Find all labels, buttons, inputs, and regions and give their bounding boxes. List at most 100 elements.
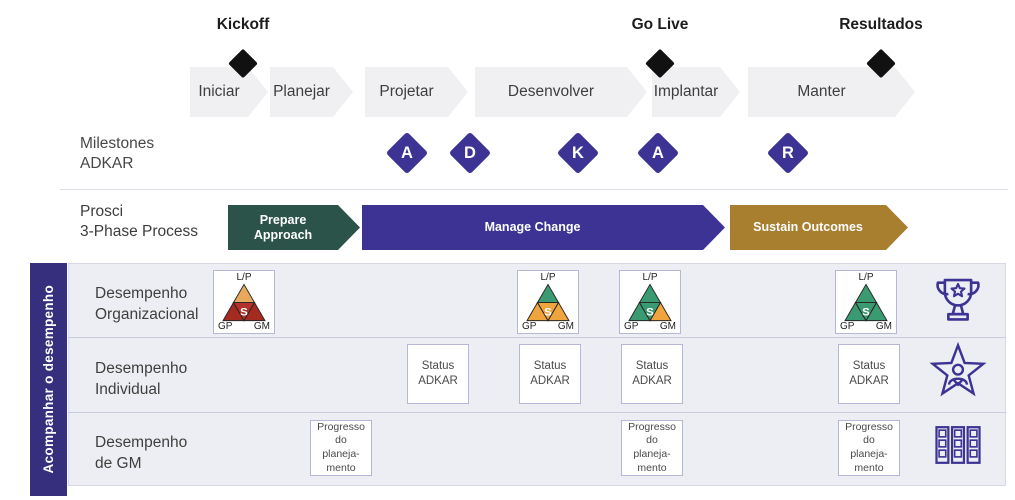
triangle-bottom-right-label: GM <box>875 321 892 332</box>
svg-text:S: S <box>862 306 870 318</box>
tracking-sidebar-label: Acompanhar o desempenho <box>41 285 56 474</box>
status-box-line: mento <box>637 461 667 474</box>
triangle-top-label: L/P <box>642 272 658 283</box>
trophy-icon <box>928 273 988 329</box>
triangle-bottom-left-label: GP <box>522 321 537 332</box>
phase-arrow: Planejar <box>270 67 353 117</box>
prosci-arrow-label: Manage Change <box>484 220 581 234</box>
adkar-milestone-diamond: A <box>385 131 429 175</box>
phase-label: Implantar <box>653 83 719 100</box>
pct-triangle-icon: S <box>844 283 888 322</box>
prosci-process-label: Prosci 3-Phase Process <box>80 202 198 242</box>
tracking-row-label-line: Individual <box>95 381 161 398</box>
prosci-arrow-label: Sustain Outcomes <box>753 220 863 234</box>
status-box-line: ADKAR <box>849 375 889 387</box>
adkar-letter: A <box>652 143 664 162</box>
tracking-row-label-line: Organizacional <box>95 306 199 323</box>
tracking-row-label-line: Desempenho <box>95 434 188 451</box>
triangle-top-label: L/P <box>540 272 556 283</box>
row-divider <box>68 412 1006 413</box>
prosci-label-line1: Prosci <box>80 203 124 220</box>
triangle-bottom-right-label: GM <box>253 321 270 332</box>
phase-label: Iniciar <box>198 83 240 100</box>
milestone-label: Kickoff <box>216 16 270 33</box>
adkar-letter: R <box>782 143 794 162</box>
triangle-bottom-left-label: GP <box>218 321 233 332</box>
status-box-line: mento <box>854 461 884 474</box>
triangle-top-label: L/P <box>858 272 874 283</box>
prosci-label-line2: 3-Phase Process <box>80 223 199 240</box>
status-box-line: planeja- <box>322 448 360 460</box>
status-box-line: do <box>335 434 347 447</box>
status-box-line: Status <box>533 360 567 373</box>
triangle-bottom-right-label: GM <box>659 321 676 332</box>
prosci-phase-arrow: Manage Change <box>362 205 725 250</box>
triangle-bottom-right-label: GM <box>557 321 574 332</box>
triangle-bottom-left-label: GP <box>840 321 855 332</box>
pct-triangle-box: L/P S GP GM <box>619 270 681 334</box>
status-box-line: do <box>863 434 875 447</box>
svg-text:S: S <box>544 306 552 318</box>
status-box-line: ADKAR <box>530 375 570 387</box>
status-box-line: ADKAR <box>418 375 458 387</box>
phase-arrow: Manter <box>748 67 915 117</box>
separator-line <box>60 189 1008 190</box>
pct-triangle-box: L/P S GP GM <box>213 270 275 334</box>
phase-arrow: Iniciar <box>190 67 268 117</box>
milestones-adkar-label: Milestones ADKAR <box>80 134 154 174</box>
pct-triangle-icon: S <box>526 283 570 322</box>
pct-triangle-box: L/P S GP GM <box>517 270 579 334</box>
adkar-letter: K <box>572 143 584 162</box>
tracking-row-label-line: de GM <box>95 455 142 472</box>
tracking-row-label-line: Desempenho <box>95 285 188 302</box>
status-box-line: planeja- <box>633 448 671 460</box>
prosci-phase-arrow: Sustain Outcomes <box>730 205 908 250</box>
triangle-bottom-left-label: GP <box>624 321 639 332</box>
adkar-letter: A <box>401 143 413 162</box>
milestone-label: Resultados <box>839 16 923 33</box>
milestones-adkar-label-line1: Milestones <box>80 135 155 152</box>
status-box-line: Status <box>421 360 455 373</box>
svg-text:S: S <box>240 306 248 318</box>
pct-triangle-box: L/P S GP GM <box>835 270 897 334</box>
prosci-arrow-label: Approach <box>253 227 313 242</box>
adkar-milestone-diamond: D <box>448 131 492 175</box>
status-box-line: mento <box>326 461 356 474</box>
phase-arrow: Implantar <box>652 67 740 117</box>
phase-arrow: Projetar <box>365 67 468 117</box>
status-box-line: Status <box>635 360 669 373</box>
row-divider <box>68 337 1006 338</box>
svg-text:S: S <box>646 306 654 318</box>
milestones-adkar-label-line2: ADKAR <box>80 155 134 172</box>
phase-arrow: Desenvolver <box>475 67 647 117</box>
adkar-milestone-diamond: A <box>636 131 680 175</box>
adkar-milestone-diamond: K <box>556 131 600 175</box>
prosci-arrow-label: Prepare <box>259 212 307 227</box>
status-box-line: ADKAR <box>632 375 672 387</box>
status-box-line: Progresso <box>845 420 893 433</box>
status-box-line: Progresso <box>628 420 676 433</box>
phase-label: Planejar <box>273 83 330 100</box>
phase-label: Manter <box>797 83 846 100</box>
status-box-line: planeja- <box>850 448 888 460</box>
pct-triangle-icon: S <box>628 283 672 322</box>
phase-label: Desenvolver <box>507 83 595 100</box>
grid-icon <box>928 424 988 466</box>
pct-triangle-icon: S <box>222 283 266 322</box>
milestone-label: Go Live <box>631 16 689 33</box>
triangle-top-label: L/P <box>236 272 252 283</box>
phase-label: Projetar <box>379 83 434 100</box>
adkar-milestone-diamond: R <box>766 131 810 175</box>
star-person-icon <box>928 340 988 404</box>
